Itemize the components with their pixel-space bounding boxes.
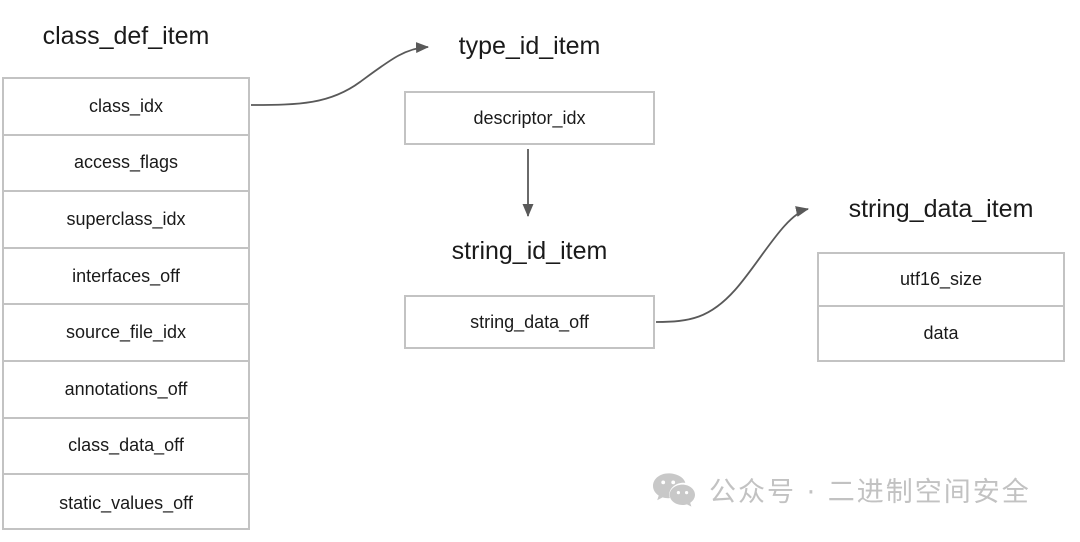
- watermark: 公众号 · 二进制空间安全: [652, 470, 1031, 509]
- struct-title-string-data-item: string_data_item: [848, 195, 1034, 223]
- struct-table-class-def-item: class_idx access_flags superclass_idx in…: [2, 77, 250, 530]
- struct-table-string-id-item: string_data_off: [404, 295, 655, 349]
- struct-field-descriptor-idx[interactable]: descriptor_idx: [473, 107, 586, 128]
- struct-field-utf16-size[interactable]: utf16_size: [819, 254, 1063, 307]
- struct-table-string-data-item: utf16_size data: [817, 252, 1065, 362]
- struct-field-data[interactable]: data: [923, 323, 959, 343]
- struct-field-class-idx[interactable]: class_idx: [4, 79, 248, 136]
- struct-field-class-data-off[interactable]: class_data_off: [4, 419, 248, 476]
- struct-title-type-id-item: type_id_item: [458, 32, 601, 60]
- struct-field-superclass-idx[interactable]: superclass_idx: [4, 192, 248, 249]
- struct-field-access-flags[interactable]: access_flags: [4, 136, 248, 193]
- struct-field-annotations-off[interactable]: annotations_off: [4, 362, 248, 419]
- struct-table-type-id-item: descriptor_idx: [404, 91, 655, 145]
- watermark-text: 公众号 · 二进制空间安全: [709, 477, 1031, 508]
- wechat-icon: [652, 472, 696, 508]
- arrow-string-data-off-to-string-data-item: [655, 206, 809, 323]
- struct-field-static-values-off[interactable]: static_values_off: [59, 492, 193, 513]
- struct-field-string-data-off[interactable]: string_data_off: [470, 311, 589, 332]
- struct-field-interfaces-off[interactable]: interfaces_off: [4, 249, 248, 306]
- struct-field-source-file-idx[interactable]: source_file_idx: [4, 305, 248, 362]
- arrow-class-idx-to-type-id-item: [250, 42, 429, 106]
- struct-title-class-def-item: class_def_item: [42, 22, 210, 50]
- struct-title-string-id-item: string_id_item: [451, 237, 608, 265]
